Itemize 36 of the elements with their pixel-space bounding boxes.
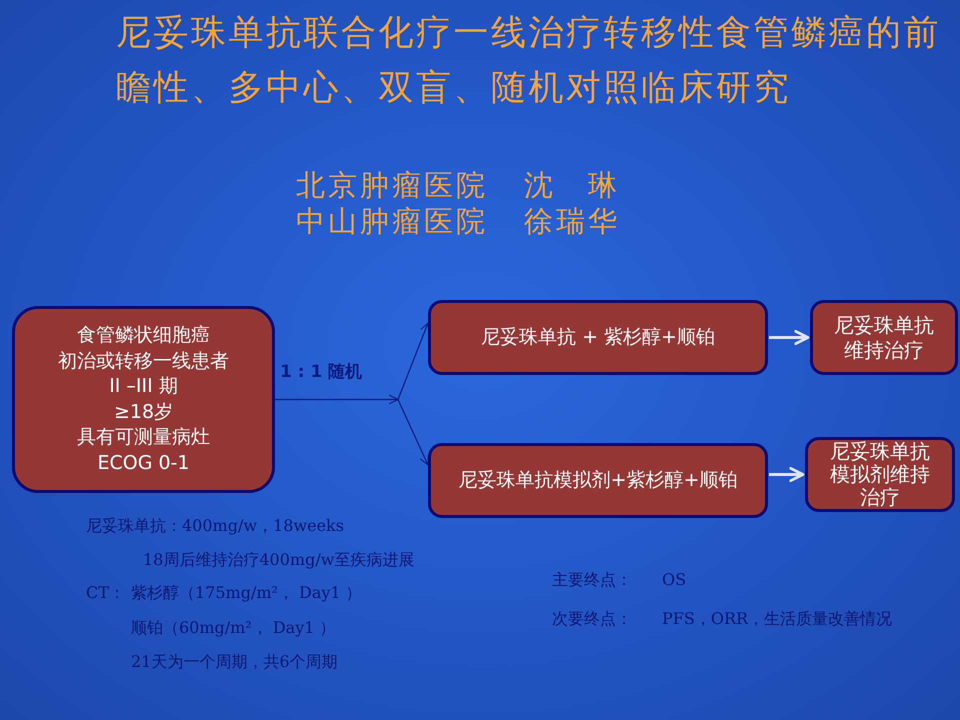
arrow (275, 394, 399, 404)
arrow (397, 399, 429, 466)
dosage-note: 尼妥珠单抗：400mg/w，18weeks (86, 515, 344, 537)
endpoint-label: 主要终点： (552, 569, 632, 591)
box-text: 具有可测量病灶 (77, 425, 210, 450)
author-name: 徐瑞华 (524, 204, 620, 238)
box-text: 尼妥珠单抗模拟剂维持治疗 (829, 440, 931, 509)
box-text: 尼妥珠单抗维持治疗 (833, 312, 935, 362)
box-text: ≥18岁 (114, 400, 174, 424)
endpoint-label: 次要终点： (552, 608, 632, 630)
box-text: II –III 期 (109, 374, 178, 399)
regimen-label: CT： (86, 582, 125, 604)
process-box (810, 300, 958, 375)
arrow (769, 466, 804, 482)
dosage-note: 紫杉醇（175mg/m²， Day1 ） (131, 582, 362, 604)
endpoint-value: OS (662, 569, 686, 591)
process-box (12, 306, 275, 493)
box-text: 食管鳞状细胞癌 (77, 323, 210, 348)
slide-title: 尼妥珠单抗联合化疗一线治疗转移性食管鳞癌的前瞻性、多中心、双盲、随机对照临床研究 (116, 12, 942, 110)
box-text: 尼妥珠单抗 + 紫杉醇+顺铂 (481, 325, 715, 350)
arrow (397, 322, 430, 400)
endpoint-value: PFS，ORR，生活质量改善情况 (662, 608, 892, 630)
process-box (428, 443, 768, 518)
box-text: ECOG 0-1 (97, 450, 190, 476)
hospital-name: 北京肿瘤医院 (296, 168, 488, 202)
dosage-note: 18周后维持治疗400mg/w至疾病进展 (143, 549, 414, 571)
arrow (769, 330, 810, 346)
box-text: 尼妥珠单抗模拟剂+紫杉醇+顺铂 (458, 468, 738, 493)
hospital-name: 中山肿瘤医院 (296, 204, 488, 238)
cycle-note: 21天为一个周期，共6个周期 (131, 651, 338, 673)
edge-label: 1 : 1 随机 (280, 361, 362, 383)
process-box (428, 300, 768, 375)
author-name: 沈 琳 (524, 168, 620, 202)
dosage-note: 顺铂（60mg/m²， Day1 ） (131, 617, 336, 639)
process-box (805, 437, 955, 512)
box-text: 初治或转移一线患者 (58, 348, 229, 374)
